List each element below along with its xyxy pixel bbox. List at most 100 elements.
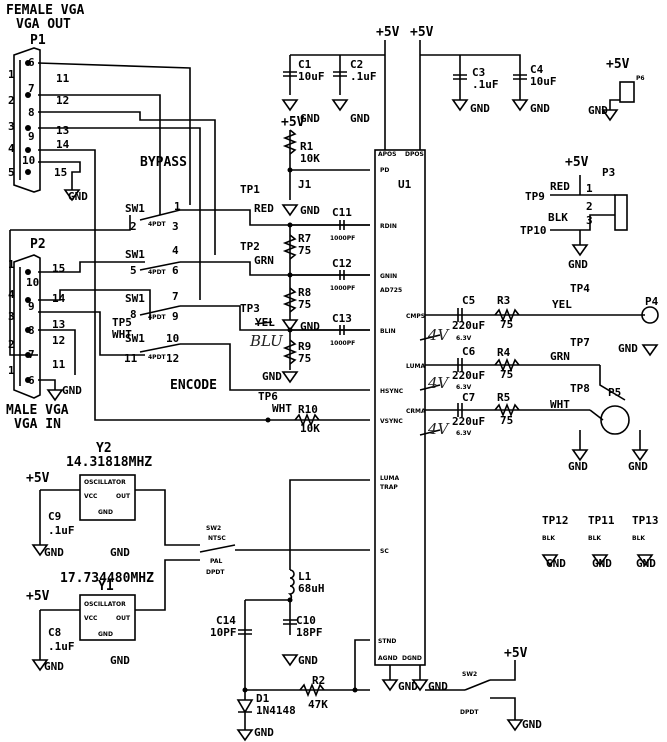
- p1-pin9: 9: [28, 130, 35, 143]
- p3-pin2: 2: [586, 200, 593, 213]
- tp10-label: TP10: [520, 224, 547, 237]
- gnd-dgnd: GND: [428, 680, 448, 693]
- c3-value: .1uF: [472, 78, 499, 91]
- fourpdt-c: 4PDT: [148, 314, 167, 321]
- wiring: [9, 40, 659, 730]
- y1-vcc-rail: +5V: [26, 589, 50, 604]
- sw1-label-c: SW1: [125, 292, 145, 305]
- l1-label: L1: [298, 570, 312, 583]
- c1-value: 10uF: [298, 70, 325, 83]
- c7-label: C7: [462, 391, 475, 404]
- p1-pin13: 13: [56, 124, 69, 137]
- sw2-pal: PAL: [210, 558, 222, 565]
- c9-label: C9: [48, 510, 61, 523]
- volt-strike-1: [419, 334, 441, 341]
- r4-label: R4: [497, 346, 511, 359]
- u1-dpos: DPOS: [405, 151, 424, 158]
- tp8-color: WHT: [550, 398, 570, 411]
- gnd-c1: GND: [300, 112, 320, 125]
- u1-gnin: GNIN: [380, 273, 397, 280]
- p2-pin7: 7: [28, 348, 35, 361]
- p2-pin9: 9: [28, 300, 35, 313]
- tp13-color: BLK: [632, 535, 645, 542]
- p2-pin10: 10: [26, 276, 39, 289]
- u1-part: AD725: [380, 287, 402, 294]
- gnd-agnd: GND: [398, 680, 418, 693]
- gnd-r9: GND: [262, 370, 282, 383]
- u1-crma: CRMA: [406, 408, 426, 415]
- p1-title-2: VGA OUT: [16, 17, 71, 32]
- gnd-p1: GND: [68, 190, 88, 203]
- r9-value: 75: [298, 352, 311, 365]
- p2-pin14: 14: [52, 292, 66, 305]
- c8-value: .1uF: [48, 640, 75, 653]
- p3-pin1: 1: [586, 182, 593, 195]
- tp6-color: WHT: [272, 402, 292, 415]
- sw1-pin4: 4: [172, 244, 179, 257]
- p3-label: P3: [602, 166, 615, 179]
- tp2-color: GRN: [254, 254, 274, 267]
- c7-volt: 6.3V: [456, 430, 472, 437]
- tp6-label: TP6: [258, 390, 278, 403]
- hand-4v-2: 4V: [427, 374, 451, 392]
- y2-out: OUT: [116, 493, 131, 500]
- c5-label: C5: [462, 294, 475, 307]
- p2-title-1: MALE VGA: [6, 403, 69, 418]
- sw1-pin5: 5: [130, 264, 137, 277]
- p3-pin3: 3: [586, 214, 593, 227]
- gnd-c2: GND: [350, 112, 370, 125]
- u1-luma-trap-1: LUMA: [380, 475, 399, 482]
- sw1-label-b: SW1: [125, 248, 145, 261]
- p2-pin1b: 1: [8, 364, 15, 377]
- tp3-color-handwritten: BLU: [249, 332, 284, 350]
- r1-vcc: +5V: [281, 115, 305, 130]
- p1-pin7: 7: [28, 82, 35, 95]
- gnd-p4: GND: [618, 342, 638, 355]
- y1-oscillator-box: [79, 594, 136, 641]
- y2-oscillator-box: [79, 474, 136, 521]
- volt-strike-3: [419, 429, 441, 436]
- r5-label: R5: [497, 391, 510, 404]
- p2-pin11: 11: [52, 358, 66, 371]
- p1-label: P1: [30, 33, 46, 48]
- c14-label: C14: [216, 614, 236, 627]
- p4-label: P4: [645, 295, 659, 308]
- p1-connector: [13, 47, 41, 193]
- sw1-pin3: 3: [172, 220, 179, 233]
- p2-pin13: 13: [52, 318, 65, 331]
- gnd-c10: GND: [298, 654, 318, 667]
- p2-pin15: 15: [52, 262, 65, 275]
- sw2-vcc: +5V: [504, 646, 528, 661]
- sw1-label-d: SW1: [125, 332, 145, 345]
- fourpdt-b: 4PDT: [148, 269, 167, 276]
- p5-label: P5: [608, 386, 621, 399]
- gnd-sw2: GND: [522, 718, 542, 731]
- p1-pin8: 8: [28, 106, 35, 119]
- c8-label: C8: [48, 626, 61, 639]
- c7-value: 220uF: [452, 415, 485, 428]
- y1-out: OUT: [116, 615, 131, 622]
- p1-pin3: 3: [8, 120, 15, 133]
- c13-label: C13: [332, 312, 352, 325]
- p1-pin5: 5: [8, 166, 15, 179]
- tp9-color: RED: [550, 180, 570, 193]
- gnd-tp11: GND: [592, 557, 612, 570]
- bypass-label: BYPASS: [140, 155, 187, 170]
- p1-title-1: FEMALE VGA: [6, 3, 84, 18]
- gnd-y2: GND: [110, 546, 130, 559]
- p1-pin1: 1: [8, 68, 15, 81]
- vcc-label-b: +5V: [410, 25, 434, 40]
- r1-value: 10K: [300, 152, 320, 165]
- gnd-j1: GND: [300, 204, 320, 217]
- p2-pin4: 4: [8, 288, 15, 301]
- p1-pin11: 11: [56, 72, 70, 85]
- gnd-c4: GND: [530, 102, 550, 115]
- p2-pin3: 3: [8, 310, 15, 323]
- gnd-c8: GND: [44, 660, 64, 673]
- c6-volt: 6.3V: [456, 384, 472, 391]
- c6-label: C6: [462, 345, 476, 358]
- p6-label: P6: [636, 75, 645, 82]
- c2-value: .1uF: [350, 70, 377, 83]
- p2-label: P2: [30, 237, 46, 252]
- tp4-label: TP4: [570, 282, 590, 295]
